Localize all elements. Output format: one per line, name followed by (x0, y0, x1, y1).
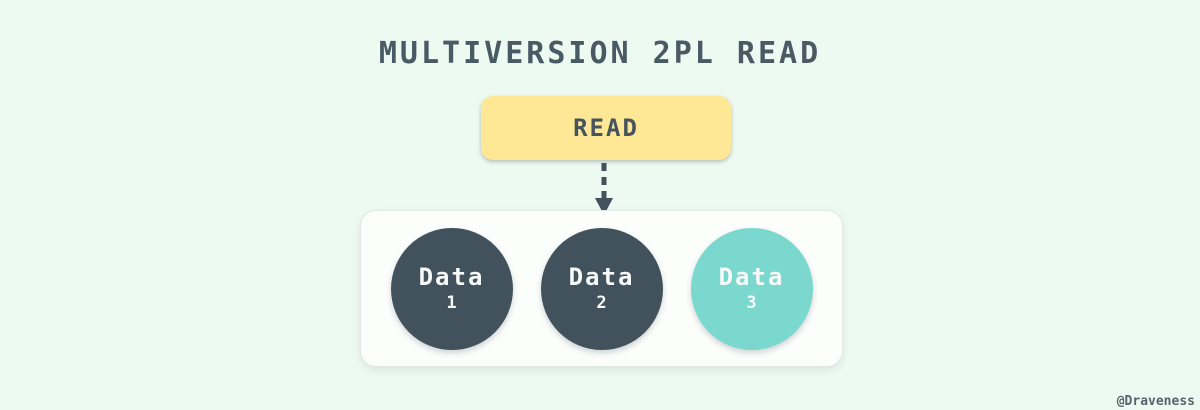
data-circle-label: Data (418, 263, 485, 292)
data-versions-container: Data 1 Data 2 Data 3 (360, 210, 843, 367)
data-version-circle-2: Data 2 (540, 227, 663, 350)
dashed-down-arrow-icon (595, 163, 613, 215)
data-circle-number: 2 (596, 292, 607, 313)
data-version-circle-1: Data 1 (390, 227, 513, 350)
data-circle-number: 3 (746, 292, 757, 313)
read-operation-box: READ (481, 96, 731, 160)
data-version-circle-3: Data 3 (690, 227, 813, 350)
page-title: MULTIVERSION 2PL READ (378, 36, 822, 71)
read-operation-label: READ (573, 114, 639, 142)
data-circle-number: 1 (446, 292, 457, 313)
data-circle-label: Data (718, 263, 785, 292)
data-circle-label: Data (568, 263, 635, 292)
author-watermark: @Draveness (1116, 394, 1195, 409)
